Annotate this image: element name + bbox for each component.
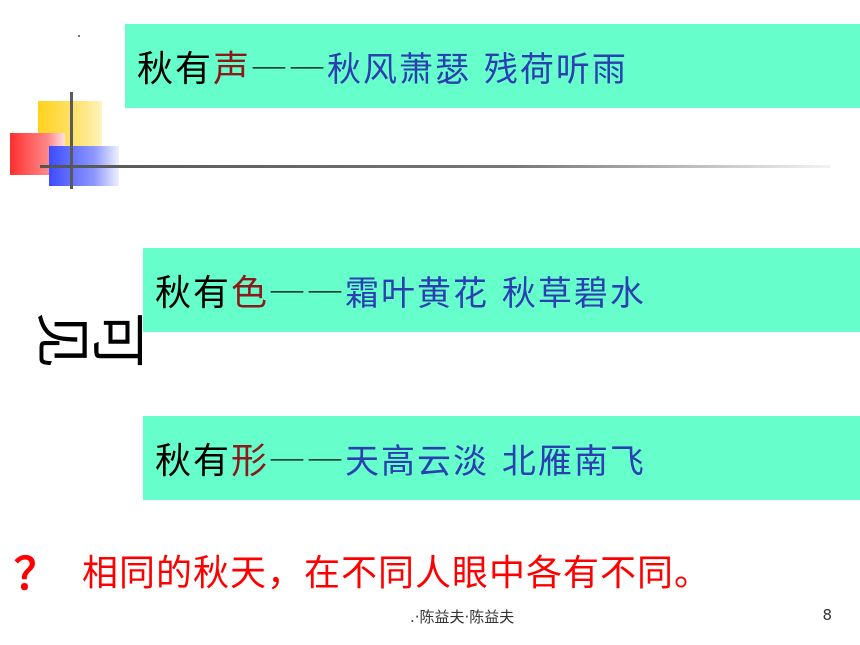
decorative-horizontal-rule	[40, 165, 830, 168]
row-accent: 色	[231, 273, 270, 314]
side-label-char: 可	[92, 302, 148, 368]
row-detail: 天高云淡 北雁南飞	[345, 441, 646, 482]
row-accent: 声	[213, 49, 252, 90]
row-lead: 秋有	[155, 273, 232, 314]
question-text: 相同的秋天，在不同人眼中各有不同。	[82, 553, 712, 594]
row-dash: ——	[269, 278, 346, 302]
row-dash: ——	[269, 446, 346, 470]
row-lead: 秋有	[155, 441, 232, 482]
question-line: ？ 相同的秋天，在不同人眼中各有不同。	[14, 540, 860, 600]
row-accent: 形	[231, 441, 270, 482]
row-detail: 秋风萧瑟 残荷听雨	[327, 49, 628, 90]
autumn-shape-band: 秋有形——天高云淡 北雁南飞	[143, 416, 860, 500]
page-number: 8	[822, 606, 832, 624]
decorative-vertical-line	[70, 92, 73, 189]
autumn-color-band: 秋有色——霜叶黄花 秋草碧水	[143, 248, 860, 332]
row-lead: 秋有	[137, 49, 214, 90]
side-label-char: 见	[36, 302, 92, 368]
row-dash: ——	[251, 54, 328, 78]
question-mark-icon: ？	[14, 549, 58, 600]
decorative-dot	[78, 35, 80, 37]
side-label: 可 见	[0, 300, 148, 370]
slide-footer: .·陈益夫·陈益夫	[410, 608, 515, 626]
autumn-sound-band: 秋有声——秋风萧瑟 残荷听雨	[125, 24, 860, 108]
row-detail: 霜叶黄花 秋草碧水	[345, 273, 646, 314]
